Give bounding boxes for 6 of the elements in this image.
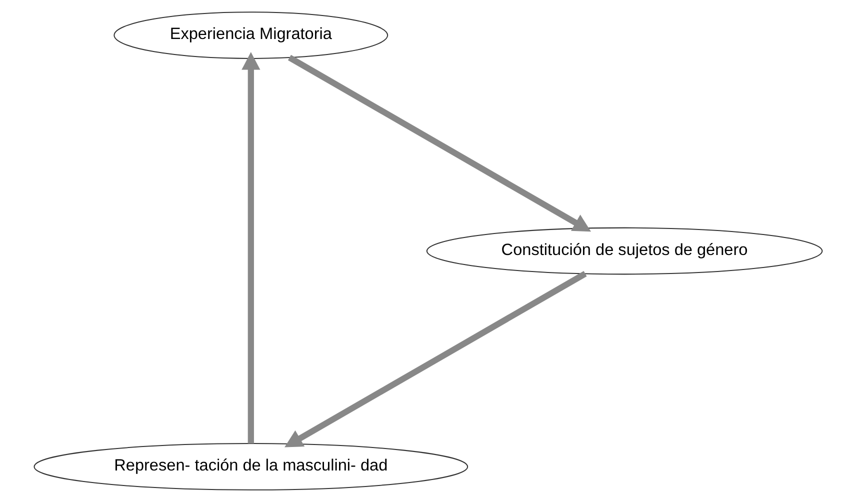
arrow [242, 52, 260, 444]
node-ellipse: Represen- tación de la masculini- dad [34, 443, 468, 490]
node-ellipse: Experiencia Migratoria [114, 12, 388, 59]
arrow [284, 271, 587, 448]
arrow [288, 54, 592, 232]
node-ellipse: Constitución de sujetos de género [426, 227, 823, 275]
